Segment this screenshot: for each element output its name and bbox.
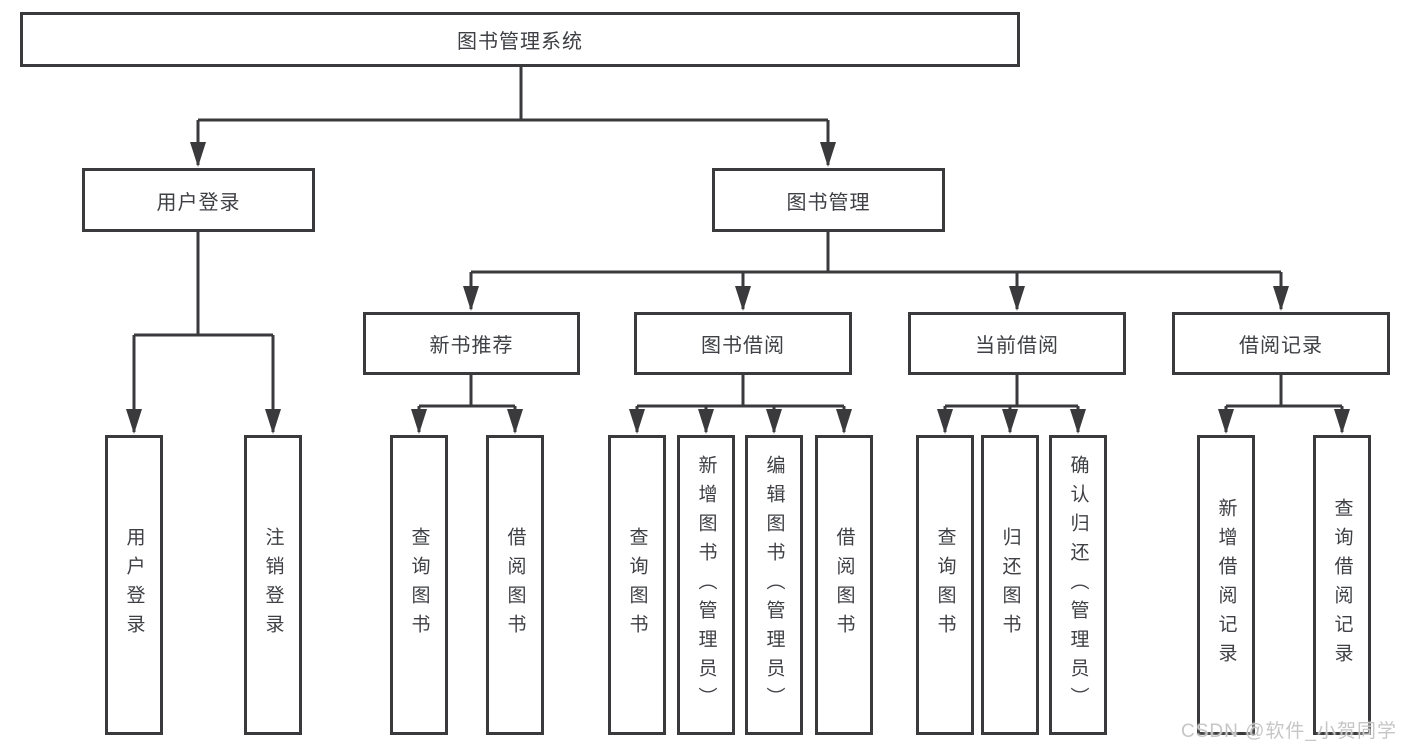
- leaf-borrow-books-recommend: 借阅图书: [486, 435, 544, 735]
- arrow-down-icon: [1009, 286, 1025, 311]
- leaf-borrow-books-label: 借阅图书: [833, 527, 855, 643]
- leaf-edit-book-admin: 编辑图书（管理员）: [745, 435, 803, 735]
- arrow-down-icon: [507, 409, 523, 434]
- leaf-query-books-recommend: 查询图书: [390, 435, 448, 735]
- node-root-label: 图书管理系统: [457, 31, 583, 53]
- arrow-down-icon: [937, 409, 953, 434]
- node-current-borrow: 当前借阅: [908, 312, 1126, 375]
- leaf-query-books-current-label: 查询图书: [934, 527, 956, 643]
- arrow-down-icon: [836, 409, 852, 434]
- leaf-query-borrow-record-label: 查询借阅记录: [1331, 498, 1353, 672]
- arrow-down-icon: [698, 409, 714, 434]
- node-book-management: 图书管理: [712, 168, 945, 232]
- node-new-book-recommend: 新书推荐: [363, 312, 580, 375]
- node-book-borrow-label: 图书借阅: [701, 335, 785, 357]
- leaf-confirm-return-admin-label: 确认归还（管理员）: [1067, 454, 1089, 716]
- leaf-user-login: 用户登录: [105, 435, 163, 735]
- connector-book-borrow-to-leaves: [635, 375, 846, 432]
- arrow-down-icon: [1218, 409, 1234, 434]
- node-book-borrow: 图书借阅: [634, 312, 852, 375]
- leaf-query-books-current: 查询图书: [916, 435, 974, 735]
- arrow-down-icon: [1070, 409, 1086, 434]
- arrow-down-icon: [411, 409, 427, 434]
- node-user-login-label: 用户登录: [156, 191, 241, 214]
- node-book-management-label: 图书管理: [786, 191, 871, 214]
- leaf-borrow-books-recommend-label: 借阅图书: [504, 527, 526, 643]
- arrow-down-icon: [735, 286, 751, 311]
- node-new-book-recommend-label: 新书推荐: [429, 335, 514, 357]
- node-root: 图书管理系统: [20, 12, 1020, 67]
- leaf-return-book-label: 归还图书: [999, 527, 1021, 643]
- leaf-add-book-admin: 新增图书（管理员）: [677, 435, 735, 735]
- node-borrow-records: 借阅记录: [1172, 312, 1390, 375]
- leaf-edit-book-admin-label: 编辑图书（管理员）: [763, 454, 785, 716]
- node-borrow-records-label: 借阅记录: [1239, 335, 1323, 357]
- arrow-down-icon: [1334, 409, 1350, 434]
- leaf-confirm-return-admin: 确认归还（管理员）: [1049, 435, 1107, 735]
- connector-user-login-to-leaves: [132, 232, 275, 432]
- leaf-add-borrow-record: 新增借阅记录: [1197, 435, 1255, 735]
- leaf-add-borrow-record-label: 新增借阅记录: [1215, 498, 1237, 672]
- arrow-down-icon: [1002, 409, 1018, 434]
- leaf-logout: 注销登录: [244, 435, 302, 735]
- leaf-query-books-recommend-label: 查询图书: [408, 527, 430, 643]
- connector-new-book-recommend-to-leaves: [417, 375, 517, 432]
- arrow-down-icon: [820, 142, 836, 167]
- arrow-down-icon: [190, 142, 206, 167]
- arrow-down-icon: [766, 409, 782, 434]
- leaf-user-login-label: 用户登录: [123, 527, 145, 643]
- arrow-down-icon: [126, 409, 142, 434]
- leaf-borrow-books: 借阅图书: [815, 435, 873, 735]
- connector-root-to-level2: [196, 67, 830, 165]
- connector-borrow-records-to-leaves: [1224, 375, 1344, 432]
- arrowhead-group: [126, 142, 1350, 434]
- arrow-down-icon: [1273, 286, 1289, 311]
- arrow-down-icon: [629, 409, 645, 434]
- connector-book-management-to-level3: [469, 232, 1283, 309]
- leaf-query-books-borrow-label: 查询图书: [626, 527, 648, 643]
- arrow-down-icon: [463, 286, 479, 311]
- leaf-logout-label: 注销登录: [262, 527, 284, 643]
- arrow-down-icon: [265, 409, 281, 434]
- node-user-login: 用户登录: [82, 168, 315, 232]
- watermark-text: CSDN @软件_小贺同学: [1181, 721, 1397, 742]
- leaf-query-borrow-record: 查询借阅记录: [1313, 435, 1371, 735]
- leaf-add-book-admin-label: 新增图书（管理员）: [695, 454, 717, 716]
- node-current-borrow-label: 当前借阅: [975, 335, 1059, 357]
- leaf-query-books-borrow: 查询图书: [608, 435, 666, 735]
- leaf-return-book: 归还图书: [981, 435, 1039, 735]
